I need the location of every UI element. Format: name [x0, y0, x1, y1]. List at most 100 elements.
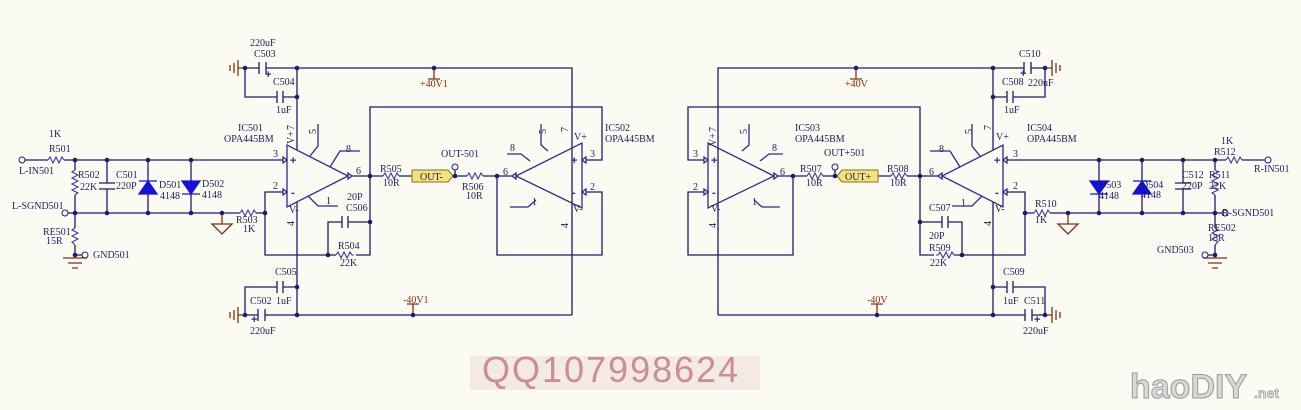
ic501-minus: - — [291, 187, 295, 199]
pos-rail-label-right: +40V — [845, 79, 869, 90]
ic502-ref: IC502 — [605, 123, 630, 134]
ic503-plus: + — [711, 155, 717, 167]
out-501-node: OUT-501 — [441, 149, 479, 160]
ic501-pin3: 3 — [273, 149, 278, 160]
r510-ref: R510 — [1035, 199, 1057, 210]
ic501-plus: + — [290, 155, 296, 167]
d504-ref: D504 — [1141, 180, 1163, 191]
r508-value: 10R — [890, 178, 907, 189]
d503-value: 4148 — [1099, 191, 1119, 202]
c501-value: 220P — [116, 181, 137, 192]
ic502-pin2: 2 — [590, 182, 595, 193]
ic502-pin8: 8 — [510, 143, 515, 154]
ic504-pin6: 6 — [929, 167, 934, 178]
neg-rail-label-left: -40V1 — [403, 295, 429, 306]
ic504-minus: - — [995, 187, 999, 199]
ic502-pin4: 4 — [560, 223, 571, 228]
c502-value: 220uF — [250, 326, 276, 337]
d501-value: 4148 — [160, 191, 180, 202]
r-sgnd501-port: R-SGND501 — [1222, 208, 1274, 219]
ic503-part: OPA445BM — [795, 134, 845, 145]
c503-polarity: + — [265, 69, 271, 81]
ic504-pin5: 5 — [964, 129, 975, 134]
c510-polarity: + — [1020, 68, 1026, 80]
l-in501-port: L-IN501 — [19, 166, 54, 177]
ic502-pin7: 7 — [560, 127, 571, 132]
d502-value: 4148 — [202, 190, 222, 201]
ic503-pin5: 5 — [739, 129, 750, 134]
c502-polarity: + — [251, 314, 257, 326]
ic503-pin6: 6 — [780, 167, 785, 178]
c501-ref: C501 — [116, 170, 138, 181]
ic501-part: OPA445BM — [224, 134, 274, 145]
c509-value: 1uF — [1003, 296, 1019, 307]
ic502-part: OPA445BM — [605, 134, 655, 145]
ic502-vminus: V- — [573, 204, 583, 215]
out-minus-tag: OUT- — [420, 172, 443, 183]
c510-ref: C510 — [1019, 49, 1041, 60]
r505-value: 10R — [383, 178, 400, 189]
ic504-vplus: V+ — [996, 132, 1009, 143]
l-sgnd501-port: L-SGND501 — [12, 201, 64, 212]
ic501-ref: IC501 — [238, 123, 263, 134]
ic504-pin7: 7 — [983, 125, 994, 130]
ic504-part: OPA445BM — [1027, 134, 1077, 145]
c512-ref: C512 — [1182, 170, 1204, 181]
ic503-vplus: V+ — [708, 133, 719, 146]
r511-ref: R511 — [1209, 170, 1230, 181]
c503-value: 220uF — [250, 38, 276, 49]
ic504-vminus: V- — [995, 204, 1005, 215]
r509-ref: R509 — [929, 243, 951, 254]
ic502-vplus: V+ — [574, 132, 587, 143]
r512-value: 1K — [1221, 136, 1234, 147]
c508-ref: C508 — [1002, 77, 1024, 88]
r505-ref: R505 — [380, 164, 402, 175]
ic502-pin3: 3 — [590, 149, 595, 160]
re502-value: 15R — [1208, 233, 1225, 244]
ic504-pin8: 8 — [939, 144, 944, 155]
r512-ref: R512 — [1214, 147, 1236, 158]
c507-value: 20P — [929, 231, 945, 242]
ic503-pin8: 8 — [772, 143, 777, 154]
ic502-pin1: 1 — [532, 197, 537, 208]
gnd501-port: GND501 — [93, 250, 130, 261]
ic502-plus: + — [571, 155, 577, 167]
r503-ref: R503 — [236, 215, 258, 226]
re501-ref: RE501 — [43, 227, 71, 238]
re502-ref: RE502 — [1208, 223, 1236, 234]
ic501-pin2: 2 — [273, 181, 278, 192]
d502-ref: D502 — [202, 179, 224, 190]
r506-value: 10R — [466, 191, 483, 202]
r502-value: 22K — [80, 182, 98, 193]
r510-value: 1K — [1035, 215, 1048, 226]
neg-rail-label-right: -40V — [867, 295, 888, 306]
r502-ref: R502 — [78, 170, 100, 181]
out-plus-tag: OUT+ — [845, 172, 872, 183]
watermark-band — [470, 356, 760, 390]
r504-value: 22K — [340, 258, 358, 269]
c511-value: 220uF — [1023, 326, 1049, 337]
r501-value: 1K — [49, 129, 62, 140]
ic501-pin7: 7 — [286, 125, 297, 130]
c504-ref: C504 — [273, 77, 295, 88]
ic503-pin3: 3 — [693, 149, 698, 160]
ic504-pin2: 2 — [1013, 181, 1018, 192]
r-in501-port: R-IN501 — [1254, 164, 1290, 175]
ic504-plus: + — [994, 155, 1000, 167]
ic504-ref: IC504 — [1027, 123, 1052, 134]
ic503-pin1: 1 — [752, 197, 757, 208]
d503-ref: D503 — [1099, 180, 1121, 191]
d504-value: 4148 — [1141, 190, 1161, 201]
ic501-pin8: 8 — [346, 144, 351, 155]
c505-ref: C505 — [275, 267, 297, 278]
ic502-pin6: 6 — [503, 167, 508, 178]
ic501-pin5: 5 — [308, 129, 319, 134]
ic502-minus: - — [572, 187, 576, 199]
ic503-pin7: 7 — [708, 127, 719, 132]
r506-ref: R506 — [462, 182, 484, 193]
r503-value: 1K — [243, 224, 256, 235]
ic501-pin1: 1 — [326, 196, 331, 207]
right-labels: C510 + 220uF C508 1uF IC504 OPA445BM 1K … — [693, 49, 1290, 337]
r501-ref: R501 — [49, 144, 71, 155]
